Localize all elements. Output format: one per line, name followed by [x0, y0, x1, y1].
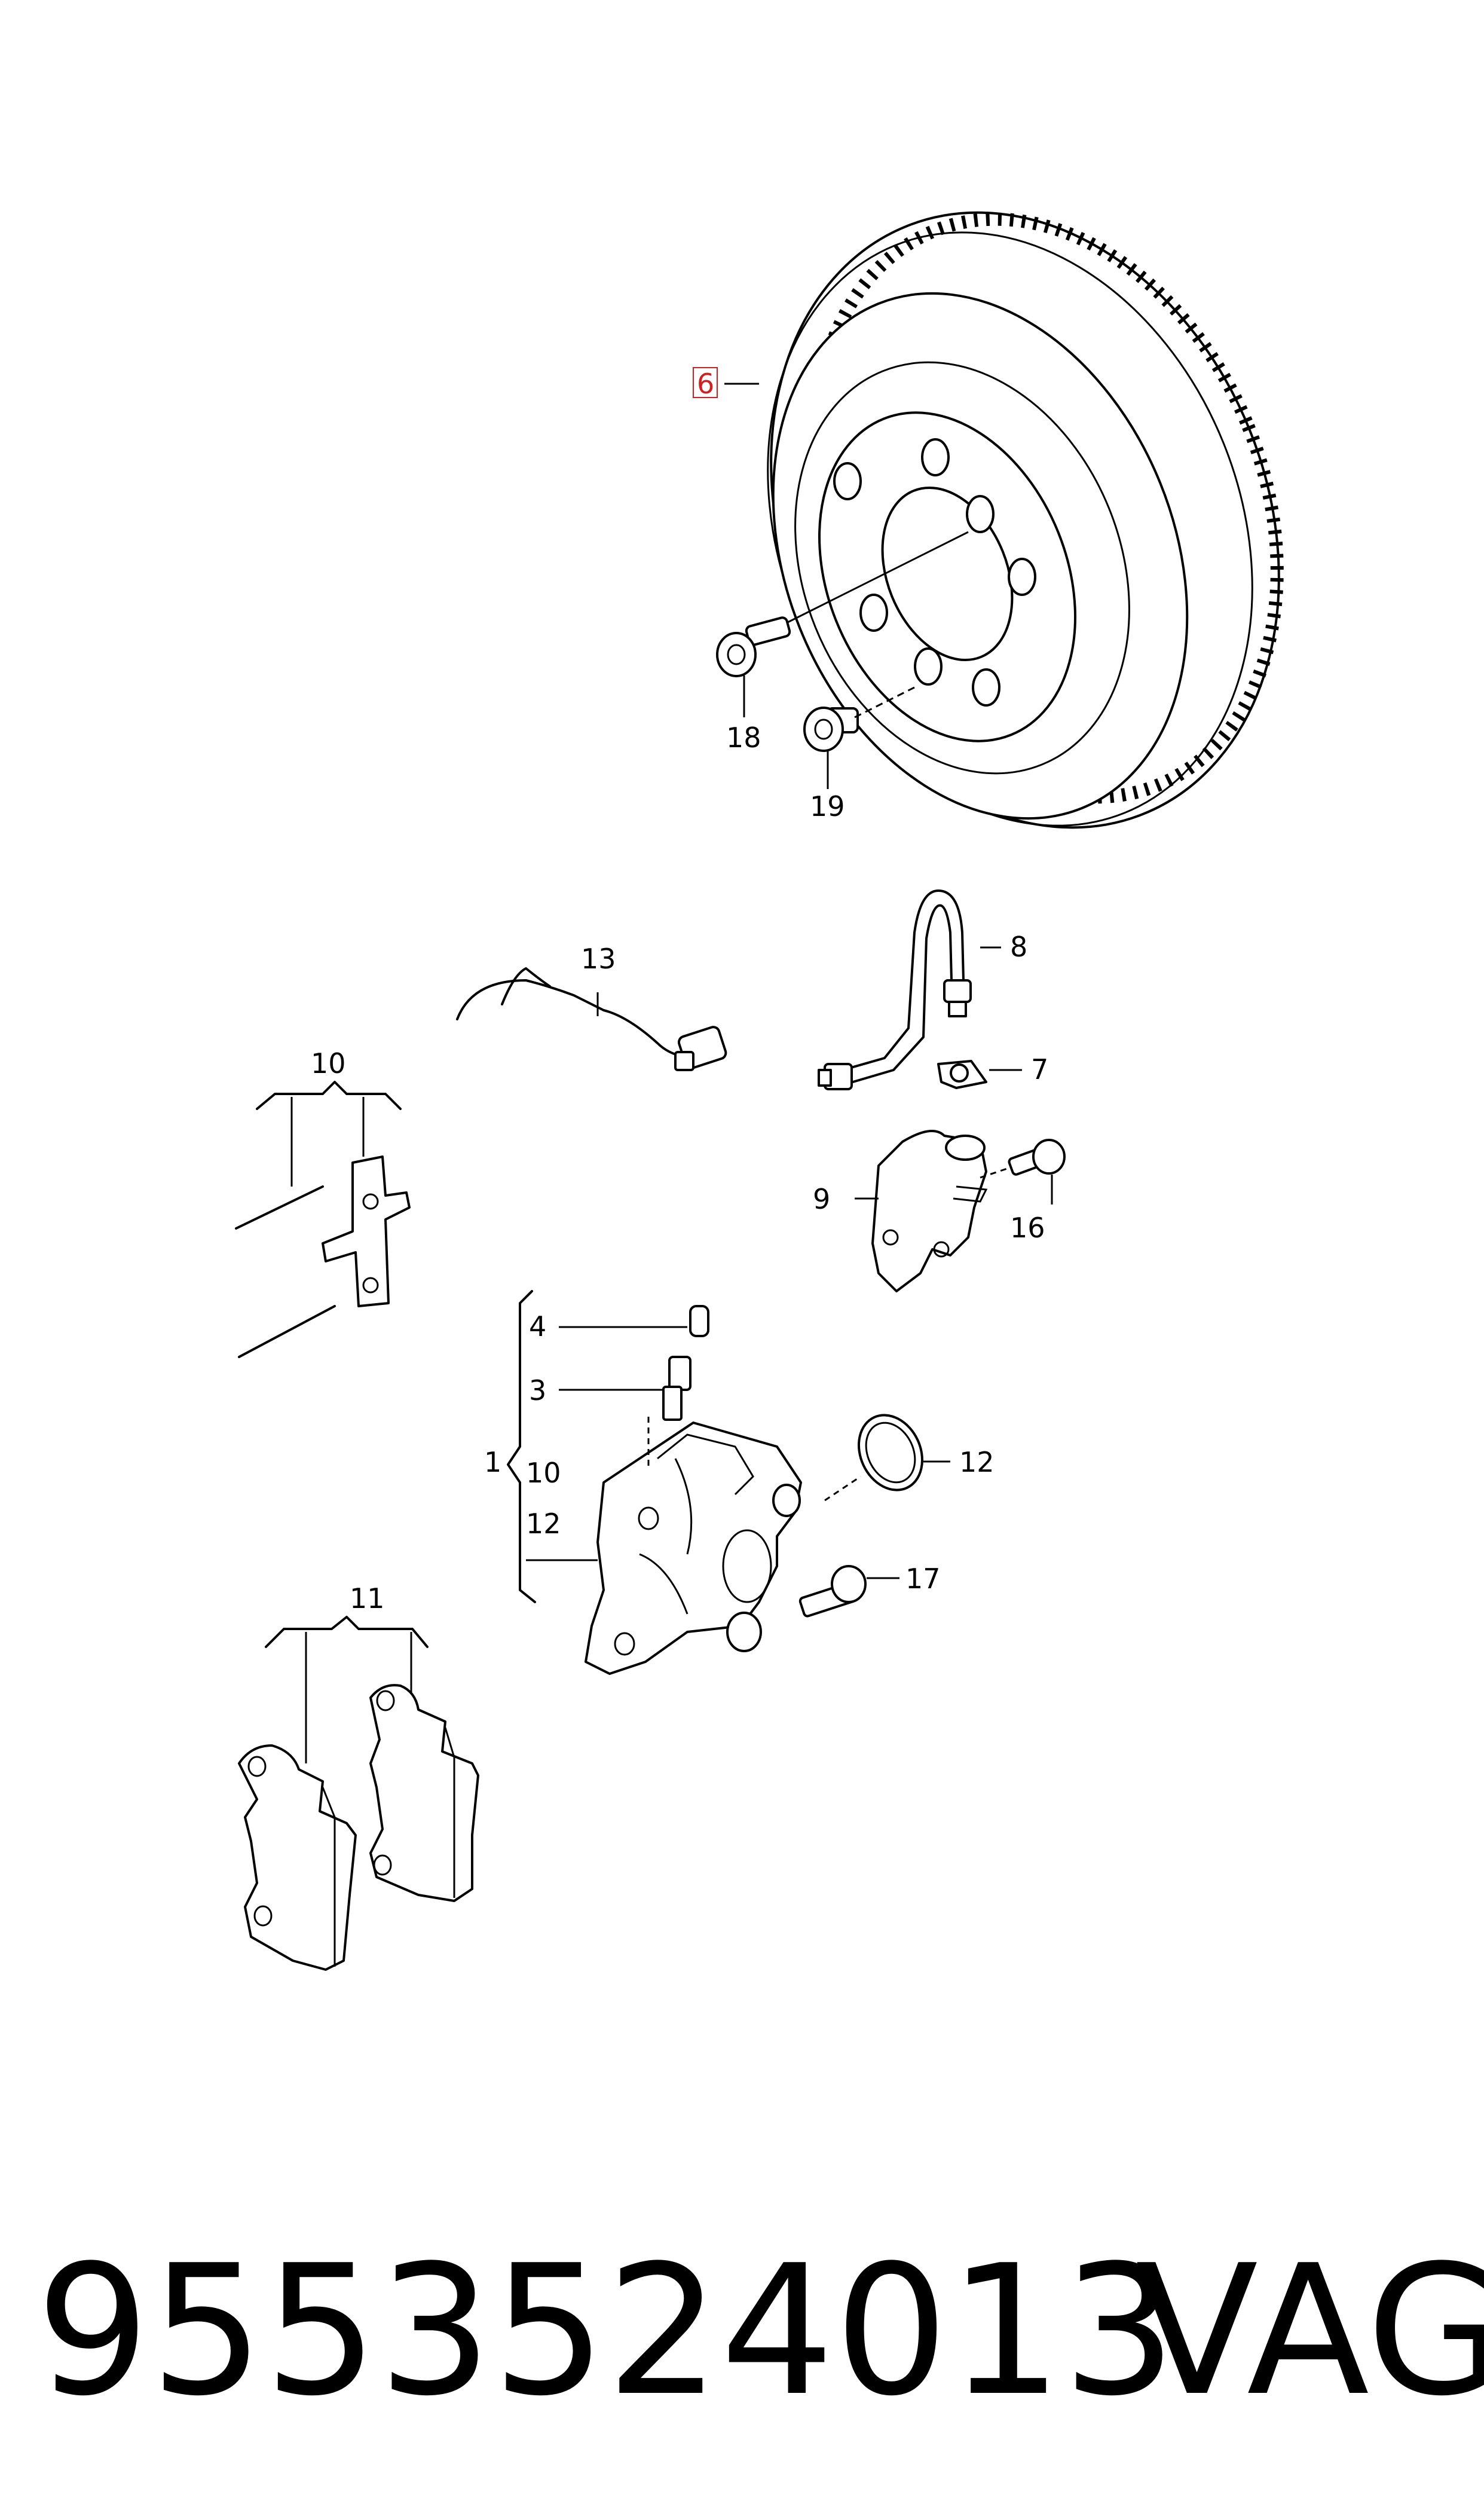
wheel-bolt-18: [716, 616, 791, 677]
callout-12-ring: 12: [959, 1446, 995, 1478]
caliper-bolt-17: [798, 1565, 867, 1618]
callout-13: 13: [581, 943, 616, 975]
callout-10-group: 10: [526, 1457, 561, 1489]
brand-name: VAG: [1136, 2227, 1484, 2435]
callout-12-group: 12: [526, 1508, 561, 1540]
bracket-9: [871, 1130, 988, 1292]
seal-ring-12: [824, 1414, 923, 1502]
callout-18: 18: [726, 722, 761, 754]
brake-pad-set-11: [238, 1616, 479, 1971]
callout-11: 11: [350, 1582, 385, 1615]
pad-retaining-kit-10: [235, 1081, 411, 1358]
brake-disc: [767, 211, 1284, 829]
bleeder-valve-3: [647, 1356, 691, 1471]
callout-8: 8: [1010, 931, 1027, 963]
clip-7: [937, 1060, 987, 1089]
part-number: 9553524013: [36, 2227, 1177, 2435]
centering-screw-19: [803, 686, 915, 752]
callout-7: 7: [1031, 1053, 1048, 1086]
callout-6: 6: [697, 368, 714, 400]
callout-3: 3: [529, 1374, 546, 1407]
dust-cap-4: [689, 1305, 709, 1337]
part-caption: 9553524013 VAG: [36, 2212, 1484, 2451]
callout-10-top: 10: [311, 1047, 346, 1080]
bolt-16: [980, 1139, 1066, 1179]
callout-9: 9: [813, 1183, 830, 1215]
disc-vent-ring: [808, 212, 1284, 804]
callout-17: 17: [905, 1563, 941, 1595]
callout-1: 1: [484, 1446, 501, 1478]
leader-lines: [526, 383, 1053, 1579]
callout-4: 4: [529, 1310, 546, 1343]
brake-caliper-1: [507, 1290, 802, 1675]
callout-19: 19: [810, 790, 845, 823]
brake-pipe-8: [818, 889, 972, 1090]
callout-16: 16: [1010, 1212, 1045, 1244]
callout-6-box: [693, 367, 718, 398]
wear-indicator-13: [456, 967, 727, 1071]
